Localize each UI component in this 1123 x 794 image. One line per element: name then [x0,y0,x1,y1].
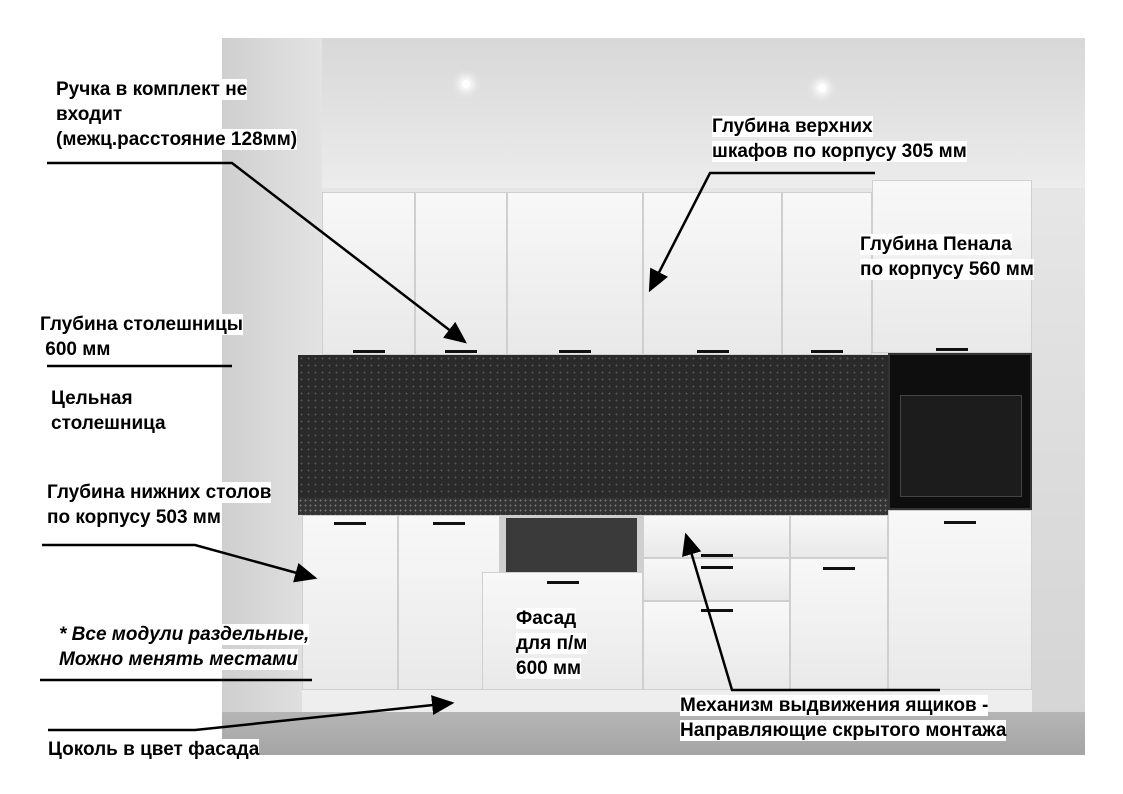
ceiling-lamp-icon [818,84,826,92]
upper-cabinet-door [782,192,872,355]
upper-cabinet-door [507,192,643,355]
handle-leader-line [47,161,467,344]
tall-cabinet-bottom-door [888,510,1032,690]
lower-depth-leader-line [42,543,318,583]
annotation-line: 600 мм [40,339,111,360]
annotation-line: по корпусу 560 мм [860,259,1034,280]
annotation-line: Можно менять местами [59,649,298,670]
backsplash [298,355,888,500]
tall-depth-annotation: Глубина Пенала по корпусу 560 мм [860,232,1034,282]
annotation-line: Глубина верхних [712,116,873,137]
annotation-line: Цельная [51,388,133,409]
drawer-leader-line [682,532,940,692]
plinth-leader-line [48,695,455,732]
annotation-line: Глубина Пенала [860,234,1012,255]
dishwasher-facade-annotation: Фасад для п/м 600 мм [516,606,588,681]
upper-depth-annotation: Глубина верхних шкафов по корпусу 305 мм [712,114,967,164]
modules-note-annotation: * Все модули раздельные, Можно менять мес… [59,622,310,672]
annotation-line: Глубина нижних столов [47,482,272,503]
lower-cabinet-door [790,558,888,690]
annotation-line: 600 мм [516,658,582,679]
annotation-line: Механизм выдвижения ящиков - [680,695,989,716]
oven-window [900,395,1022,497]
lower-depth-annotation: Глубина нижних столов по корпусу 503 мм [47,480,272,530]
annotation-line: Ручка в комплект не [56,79,248,100]
annotation-line: для п/м [516,633,588,654]
drawer-mechanism-annotation: Механизм выдвижения ящиков - Направляющие… [680,693,1007,743]
annotation-line: * Все модули раздельные, [59,624,310,645]
annotation-line: Фасад [516,608,577,629]
annotation-line: (межц.расстояние 128мм) [56,129,298,150]
dishwasher-interior [506,518,637,573]
ceiling [222,38,1085,188]
solid-countertop-annotation: Цельная столешница [51,386,166,436]
annotation-line: столешница [51,413,166,434]
handle-annotation: Ручка в комплект не входит (межц.расстояни… [56,77,298,152]
upper-cabinet-door [322,192,415,355]
drawer-front [643,558,790,601]
oven [888,353,1032,510]
lower-cabinet-door [302,515,398,690]
annotation-line: по корпусу 503 мм [47,507,221,528]
annotation-line: входит [56,104,123,125]
countertop [298,498,888,515]
annotation-line: Цоколь в цвет фасада [48,739,260,760]
plinth-annotation: Цоколь в цвет фасада [48,737,260,762]
upper-depth-leader-line [648,171,875,293]
annotation-line: Направляющие скрытого монтажа [680,720,1007,741]
countertop-depth-annotation: Глубина столешницы 600 мм [40,312,243,362]
annotation-line: Глубина столешницы [40,314,243,335]
drawer-front [790,515,888,558]
drawer-front [643,515,790,558]
ceiling-lamp-icon [462,80,470,88]
annotation-line: шкафов по корпусу 305 мм [712,141,967,162]
drawer-front [643,601,790,690]
